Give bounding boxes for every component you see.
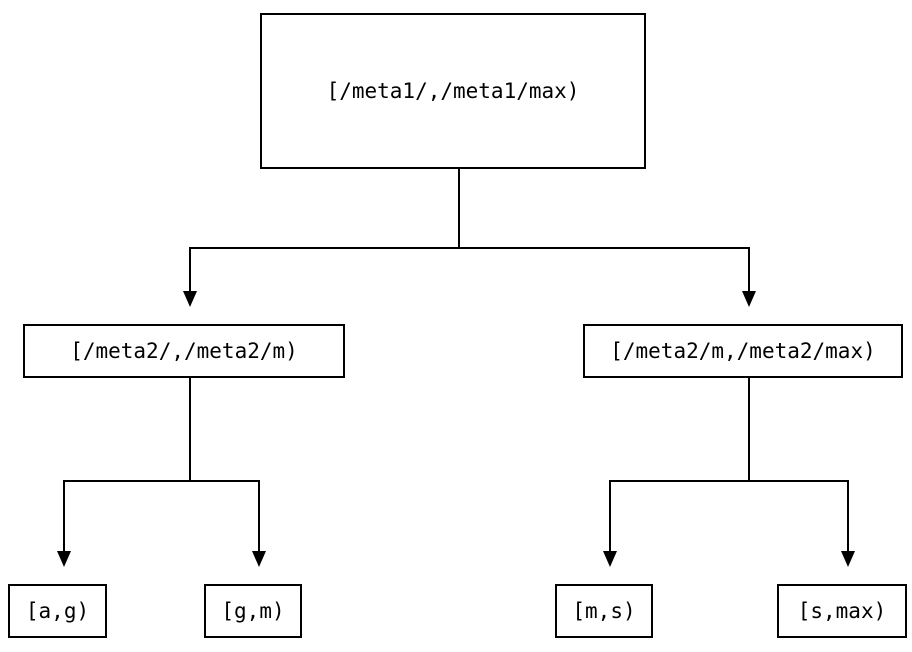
node-leaf-m-s: [m,s) (555, 584, 653, 638)
edge-root-to-children (183, 169, 756, 307)
arrowhead-down-icon (252, 551, 266, 567)
edge-meta2-low-to-children (57, 378, 266, 567)
node-meta2-low-interval: [/meta2/,/meta2/m) (23, 324, 345, 378)
node-leaf-s-max: [s,max) (777, 584, 907, 638)
arrowhead-down-icon (603, 551, 617, 567)
node-leaf-g-m: [g,m) (204, 584, 302, 638)
arrowhead-down-icon (183, 291, 197, 307)
edge-meta2-high-to-children (603, 378, 855, 567)
arrowhead-down-icon (742, 291, 756, 307)
node-root-interval: [/meta1/,/meta1/max) (260, 13, 646, 169)
node-leaf-a-g: [a,g) (8, 584, 107, 638)
arrowhead-down-icon (57, 551, 71, 567)
node-meta2-high-interval: [/meta2/m,/meta2/max) (583, 324, 903, 378)
arrowhead-down-icon (841, 551, 855, 567)
